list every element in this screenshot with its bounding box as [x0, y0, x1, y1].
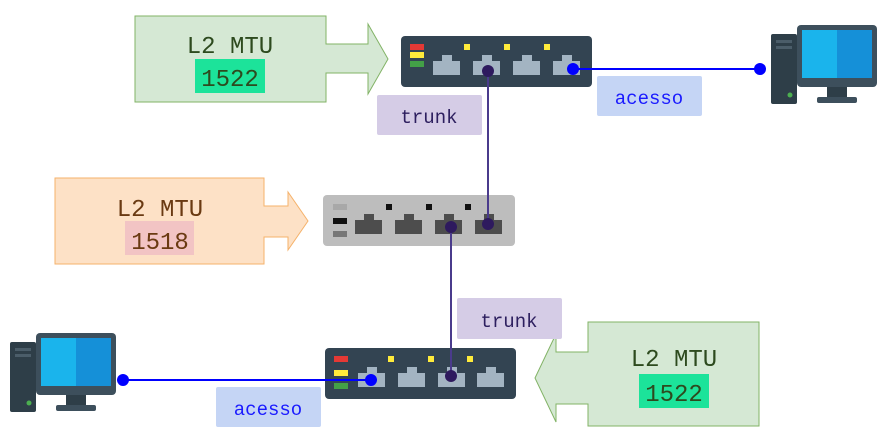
switch-bottom[interactable]: [325, 348, 516, 399]
trunk-label-text: trunk: [480, 311, 537, 333]
access-link-bottom: [117, 374, 377, 386]
trunk-label-top: trunk: [377, 95, 482, 135]
switch-top[interactable]: [401, 36, 592, 87]
trunk-label-text: trunk: [400, 107, 457, 129]
mtu-callout-top: L2 MTU 1522: [134, 15, 389, 103]
mtu-highlight: [195, 59, 265, 93]
trunk-link-top-middle: [482, 65, 494, 230]
mtu-highlight: [639, 374, 709, 408]
mtu-callout-middle: L2 MTU 1518: [54, 177, 309, 265]
mtu-highlight: [125, 221, 194, 255]
mtu-value: 1522: [645, 382, 703, 409]
callout-title: L2 MTU: [187, 34, 273, 61]
callout-title: L2 MTU: [631, 347, 717, 374]
computer-icon[interactable]: [10, 333, 116, 412]
computer-icon[interactable]: [771, 25, 877, 104]
access-label-bottom: acesso: [216, 387, 321, 427]
trunk-label-bottom: trunk: [457, 298, 562, 339]
access-label-top: acesso: [597, 76, 702, 116]
mtu-value: 1522: [201, 67, 259, 94]
access-link-top: [567, 63, 766, 75]
access-label-text: acesso: [234, 399, 302, 421]
callout-title: L2 MTU: [117, 197, 203, 224]
access-label-text: acesso: [615, 88, 683, 110]
trunk-link-middle-bottom: [445, 221, 457, 382]
mtu-callout-bottom: L2 MTU 1522: [534, 321, 760, 427]
mtu-value: 1518: [131, 230, 189, 257]
switch-middle[interactable]: [323, 195, 515, 246]
